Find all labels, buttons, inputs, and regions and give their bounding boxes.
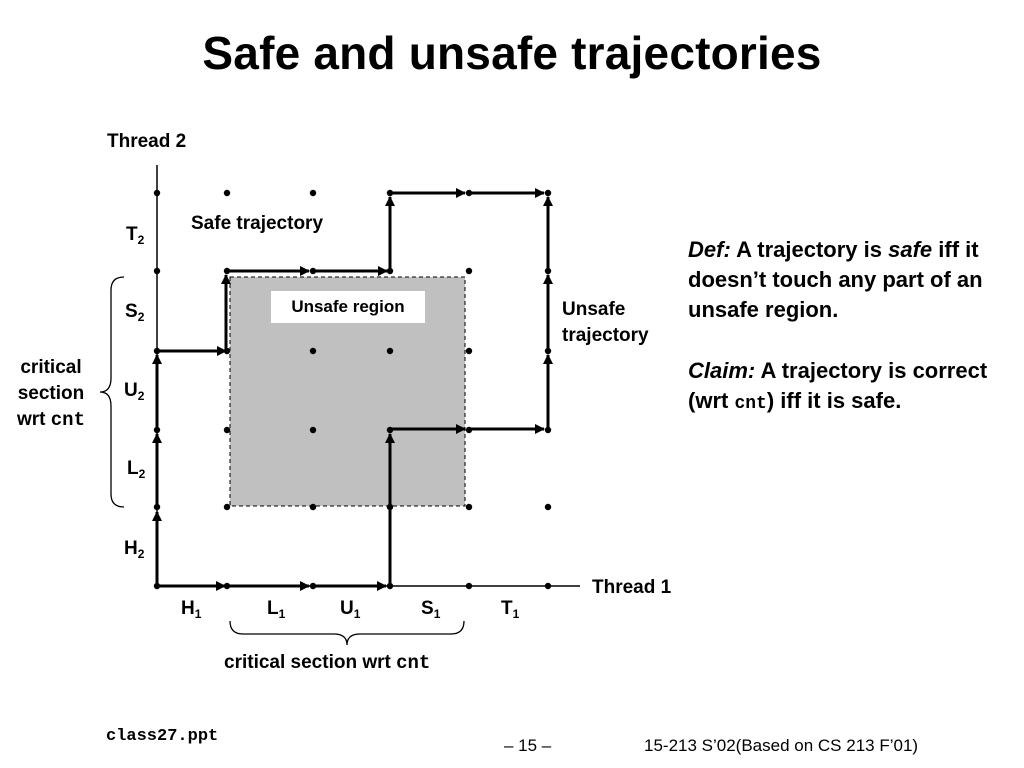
- safe-trajectory-label: Safe trajectory: [191, 213, 324, 234]
- y-segment-label: L2: [127, 458, 146, 481]
- left-brace-line2: section: [17, 383, 85, 404]
- definition-paragraph: Def: A trajectory is safe iff it doesn’t…: [688, 237, 983, 322]
- left-brace: [99, 276, 125, 508]
- grid-dot: [223, 503, 231, 511]
- grid-dot: [309, 189, 317, 197]
- unsafe-region-label: Unsafe region: [271, 291, 425, 323]
- def-emph: safe: [888, 237, 933, 262]
- grid-dot: [465, 347, 473, 355]
- left-brace-code: cnt: [50, 409, 85, 431]
- grid-dot: [465, 503, 473, 511]
- grid-dot: [223, 189, 231, 197]
- left-brace-line3: wrt cnt: [17, 409, 85, 431]
- y-segment-label: U2: [124, 380, 145, 403]
- left-brace-text: critical section wrt cnt: [8, 355, 94, 433]
- left-brace-line1: critical: [20, 357, 82, 378]
- grid-dot: [153, 189, 161, 197]
- unsafe-trajectory-line1: Unsafe: [562, 299, 626, 320]
- grid-dot: [544, 426, 552, 434]
- bottom-brace-code: cnt: [396, 652, 431, 674]
- x-segment-label: U1: [340, 598, 361, 621]
- definition-block: Def: A trajectory is safe iff it doesn’t…: [688, 235, 1008, 419]
- bottom-brace: [229, 620, 465, 646]
- unsafe-trajectory: [157, 196, 553, 591]
- grid-dot: [544, 582, 552, 590]
- unsafe-trajectory-label: Unsafe trajectory: [562, 297, 649, 349]
- grid-dot: [309, 503, 317, 511]
- y-axis-label: Thread 2: [107, 131, 187, 152]
- grid-dot: [153, 267, 161, 275]
- x-segment-label: H1: [181, 598, 202, 621]
- grid-dot: [223, 426, 231, 434]
- grid-dot: [309, 426, 317, 434]
- grid-dot: [544, 503, 552, 511]
- x-segment-label: L1: [267, 598, 286, 621]
- grid-dot: [309, 347, 317, 355]
- grid-dot: [544, 189, 552, 197]
- footer-page-number: – 15 –: [504, 736, 552, 755]
- x-axis-label: Thread 1: [592, 577, 672, 598]
- grid-dot: [465, 582, 473, 590]
- x-segment-label: T1: [501, 598, 520, 621]
- claim-paragraph: Claim: A trajectory is correct (wrt cnt)…: [688, 358, 988, 414]
- y-segment-label: H2: [124, 538, 145, 561]
- grid-dot: [386, 347, 394, 355]
- y-segment-label: S2: [125, 301, 145, 324]
- footer-filename: class27.ppt: [106, 727, 219, 746]
- def-label: Def:: [688, 237, 731, 262]
- x-segment-label: S1: [421, 598, 441, 621]
- claim-code: cnt: [734, 394, 767, 414]
- bottom-brace-text: critical section wrt cnt: [224, 652, 431, 674]
- y-segment-label: T2: [126, 224, 145, 247]
- claim-label: Claim:: [688, 358, 756, 383]
- footer-course: 15-213 S’02(Based on CS 213 F’01): [644, 736, 919, 755]
- grid-dot: [465, 267, 473, 275]
- safe-trajectory: [152, 188, 545, 586]
- unsafe-trajectory-line2: trajectory: [562, 325, 649, 346]
- slide-title: Safe and unsafe trajectories: [202, 27, 822, 79]
